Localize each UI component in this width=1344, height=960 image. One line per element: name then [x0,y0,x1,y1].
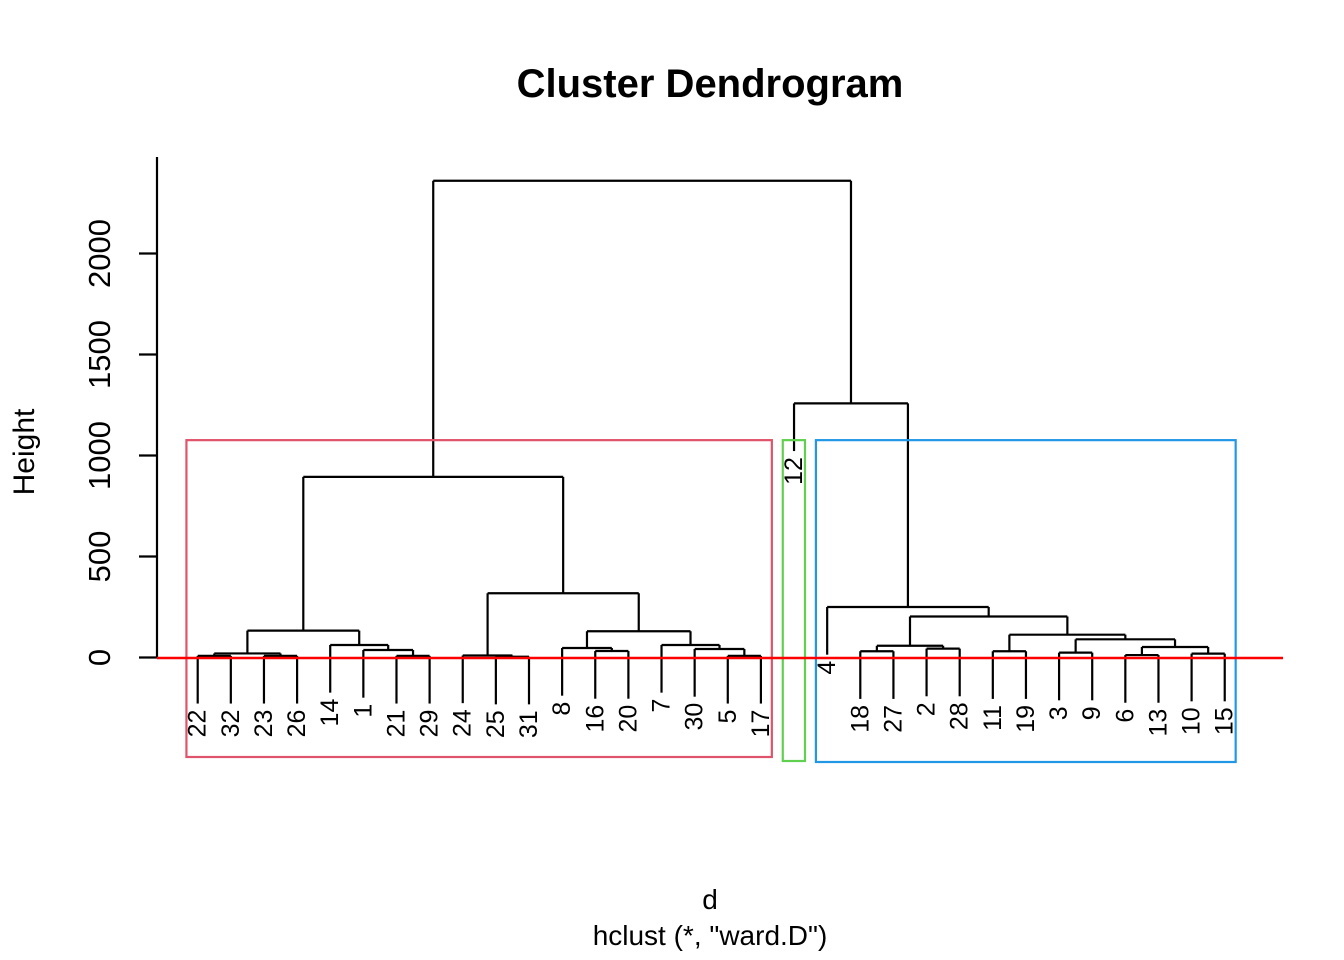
leaf-label-14: 14 [316,699,344,727]
leaf-label-28: 28 [946,702,974,730]
cluster-box-2 [781,439,807,763]
leaf-label-7: 7 [648,699,676,713]
cluster-box-3 [814,439,1237,764]
leaf-label-1: 1 [349,704,377,718]
leaf-label-17: 17 [747,710,775,738]
x-axis-label: d [702,884,718,915]
leaf-label-3: 3 [1045,706,1073,720]
y-tick-label-0: 0 [82,649,117,666]
leaf-label-15: 15 [1211,707,1239,735]
leaf-label-19: 19 [1012,705,1040,733]
leaf-label-32: 32 [217,710,245,738]
leaf-label-5: 5 [714,710,742,724]
leaf-label-21: 21 [382,710,410,738]
leaf-label-2: 2 [913,702,941,716]
leaf-label-10: 10 [1178,707,1206,735]
leaf-label-16: 16 [581,705,609,733]
leaf-label-24: 24 [449,709,477,737]
chart-title: Cluster Dendrogram [516,62,904,106]
y-axis-title: Height [8,408,41,495]
leaf-label-11: 11 [979,705,1007,731]
leaf-label-29: 29 [416,710,444,738]
leaf-label-8: 8 [548,702,576,716]
leaf-label-4: 4 [813,661,841,675]
leaf-label-13: 13 [1144,709,1172,737]
leaf-label-20: 20 [614,705,642,733]
x-axis-sublabel: hclust (*, "ward.D") [592,920,828,951]
leaf-label-18: 18 [846,705,874,733]
leaf-label-6: 6 [1111,709,1139,723]
leaf-label-30: 30 [681,703,709,731]
leaf-label-12: 12 [780,457,808,485]
leaf-label-23: 23 [250,710,278,738]
leaf-label-26: 26 [283,710,311,738]
leaf-label-27: 27 [879,705,907,733]
y-tick-label-1000: 1000 [82,421,117,490]
leaf-label-25: 25 [482,710,510,738]
y-tick-label-2000: 2000 [82,219,117,288]
leaf-label-9: 9 [1078,706,1106,720]
leaf-label-22: 22 [184,710,212,738]
leaf-label-31: 31 [515,710,543,738]
y-tick-label-1500: 1500 [82,320,117,389]
y-tick-label-500: 500 [82,531,117,583]
cluster-box-1 [185,439,773,759]
